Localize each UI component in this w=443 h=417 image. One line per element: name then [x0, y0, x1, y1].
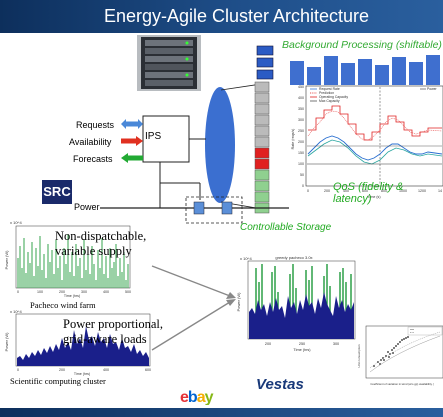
qos-x-tick: 800	[381, 189, 387, 193]
wind-x-label: Time (hrs)	[64, 294, 80, 298]
wind-x-tick: 100	[37, 290, 43, 294]
ips-label: IPS	[145, 131, 162, 142]
vestas-logo: Vestas	[256, 376, 304, 393]
background-bar	[375, 65, 389, 85]
forecasts-label: Forecasts	[73, 154, 113, 164]
converge-arrows	[151, 265, 236, 351]
combined-x-label: Time (hrs)	[293, 348, 311, 352]
scatter-x-label: Coefficient of variation in wind (w/o gp…	[370, 382, 433, 386]
qos-chart: 450 400 350 300 250 200 150 100 50 0 Rat…	[288, 84, 443, 202]
qos-x-tick: 400	[343, 189, 349, 193]
ips-architecture-diagram	[100, 81, 289, 224]
controllable-storage-label: Controllable Storage	[240, 222, 332, 233]
wind-x-tick: 200	[59, 290, 65, 294]
dispatch-ellipse	[205, 87, 235, 203]
server-blocks	[255, 44, 277, 86]
qos-y-tick: 50	[300, 173, 304, 177]
combined-x-tick: 200	[265, 342, 271, 346]
load-x-label: Time (hrs)	[74, 372, 90, 376]
background-bar	[392, 57, 406, 85]
qos-y-tick: 300	[298, 118, 304, 122]
wind-x-tick: 300	[81, 290, 87, 294]
combined-chart-scale: x 10^4	[240, 256, 252, 261]
requests-arrow-icon	[121, 119, 143, 129]
background-bar	[324, 56, 338, 85]
load-x-tick: 200	[59, 368, 65, 372]
legend-power: Power	[427, 87, 437, 91]
combined-y-label: Power (W)	[236, 292, 241, 312]
combined-x-tick: 300	[333, 342, 339, 346]
svg-text:ebay: ebay	[180, 389, 214, 405]
qos-x-tick: 0	[307, 189, 309, 193]
wind-chart-y-label: Power (W)	[4, 250, 9, 270]
combined-chart-title: greedy pacheco 3.0x	[275, 255, 312, 260]
ebay-logo: ebay	[180, 385, 215, 406]
load-chart-y-label: Power (W)	[4, 332, 9, 352]
load-chart-scale: x 10^4	[10, 309, 22, 314]
background-bar	[426, 55, 440, 85]
storage-dashed-box	[185, 196, 243, 224]
load-area	[17, 326, 149, 366]
combined-x-tick: 250	[299, 342, 305, 346]
pacheco-label: Pacheco wind farm	[30, 300, 96, 310]
background-bar-chart	[290, 55, 440, 85]
load-chart: x 10^4 Power (W) 0 200 400 600 Time (hrs…	[2, 308, 152, 376]
page-title: Energy-Agile Cluster Architecture	[0, 0, 443, 33]
legend-max-capacity: Max Capacity	[319, 99, 340, 103]
load-x-tick: 600	[145, 368, 151, 372]
wind-x-tick: 0	[17, 290, 19, 294]
background-processing-label: Background Processing (shiftable)	[282, 39, 442, 51]
qos-y-tick: 250	[298, 129, 304, 133]
background-bar	[290, 61, 304, 85]
qos-y-tick: 100	[298, 162, 304, 166]
background-bar	[341, 63, 355, 85]
combined-chart: greedy pacheco 3.0x x 10^4 Power (W) 200…	[232, 252, 357, 357]
load-x-tick: 0	[17, 368, 19, 372]
qos-y-tick: 200	[298, 140, 304, 144]
qos-y-tick: 150	[298, 151, 304, 155]
legend-operating-capacity: Operating Capacity	[319, 95, 348, 99]
wind-x-tick: 500	[125, 290, 131, 294]
qos-label: QoS (fidelity & latency)	[333, 181, 404, 205]
qos-x-tick: 1000	[399, 189, 407, 193]
qos-y-label: Rate (reqs/s)	[291, 129, 295, 150]
qos-y-tick: 450	[298, 85, 304, 89]
wind-x-tick: 400	[103, 290, 109, 294]
non-dispatchable-label: Non-dispatchable, variable supply	[55, 229, 147, 258]
qos-y-tick: 350	[298, 107, 304, 111]
wind-spikes	[17, 234, 129, 288]
legend-prediction: Prediction	[319, 91, 334, 95]
requests-label: Requests	[76, 120, 115, 130]
load-x-tick: 400	[103, 368, 109, 372]
bottom-strip	[0, 408, 443, 417]
power-label: Power	[74, 202, 100, 212]
wind-chart-scale: x 10^4	[10, 220, 22, 225]
server-rack-photo	[137, 35, 201, 91]
server-stack	[254, 81, 270, 214]
ips-box	[142, 115, 190, 163]
wind-farm-chart: x 10^4 Power (W) 0 100 200 300 400 500	[2, 218, 132, 298]
background-bar	[307, 67, 321, 85]
combined-blue-area	[249, 292, 354, 339]
qos-x-tick: 600	[362, 189, 368, 193]
forecasts-arrow-icon	[121, 153, 143, 163]
legend-request-rate: Request Rate	[319, 87, 340, 91]
availability-arrow-icon	[121, 136, 143, 146]
power-proportional-label: Power proportional, grid-aware loads	[63, 317, 163, 346]
sci-cluster-label: Scientific computing cluster	[10, 376, 106, 386]
qos-x-tick: 200	[324, 189, 330, 193]
availability-label: Availability	[69, 137, 112, 147]
qos-x-label: Time (s)	[367, 195, 380, 199]
background-bar	[358, 59, 372, 85]
qos-x-tick: 1200	[418, 189, 426, 193]
qos-x-tick: 14	[438, 189, 442, 193]
src-logo: SRC	[42, 180, 72, 204]
qos-y-tick: 400	[298, 96, 304, 100]
scatter-y-label: Unit consumption	[357, 344, 361, 368]
scatter-points	[373, 336, 409, 367]
scatter-chart: Unit consumption Coefficient of variatio…	[356, 322, 443, 388]
background-bar	[409, 62, 423, 85]
qos-y-tick: 0	[302, 184, 304, 188]
